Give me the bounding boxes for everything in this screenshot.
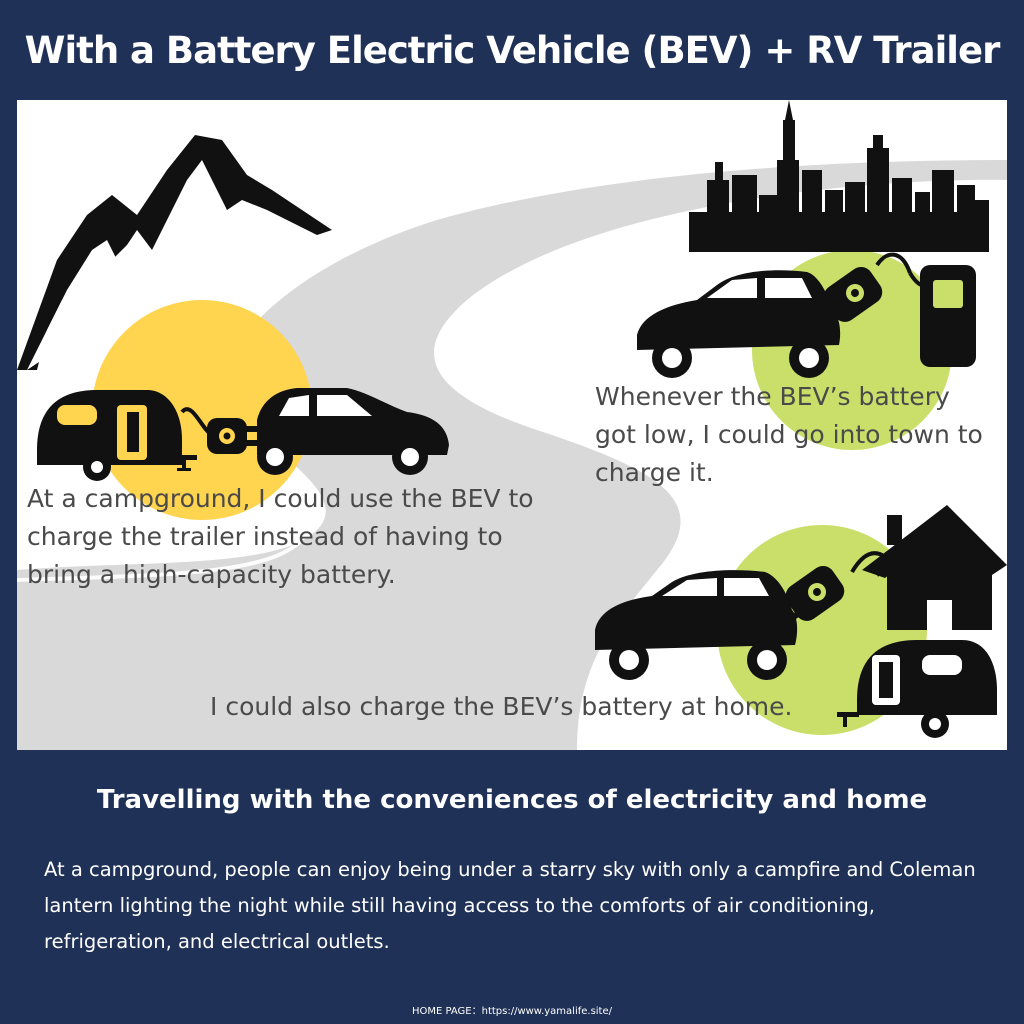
charging-station-icon [920, 265, 976, 367]
illustration-panel: At a campground, I could use the BEV to … [17, 100, 1007, 750]
campground-caption: At a campground, I could use the BEV to … [27, 484, 534, 589]
section-body: At a campground, people can enjoy being … [44, 858, 976, 953]
section-heading: Travelling with the conveniences of elec… [96, 785, 928, 815]
house-icon [862, 505, 1007, 630]
car-icon-home [595, 570, 798, 680]
car-icon-campground [257, 388, 449, 475]
town-caption: Whenever the BEV’s battery got low, I co… [595, 382, 983, 487]
city-skyline-icon [689, 100, 989, 252]
car-icon-town [637, 270, 841, 378]
charging-plug-icon-campground [207, 418, 259, 454]
home-caption: I could also charge the BEV’s battery at… [210, 692, 793, 721]
mountain-icon [17, 135, 332, 370]
page-title: With a Battery Electric Vehicle (BEV) + … [24, 28, 1001, 72]
rv-trailer-icon-home [837, 640, 997, 738]
illustration-canvas [17, 100, 1007, 750]
rv-trailer-icon-campground [37, 390, 197, 481]
road [17, 160, 1007, 750]
homepage-footer[interactable]: HOME PAGE：https://www.yamalife.site/ [411, 1006, 613, 1017]
